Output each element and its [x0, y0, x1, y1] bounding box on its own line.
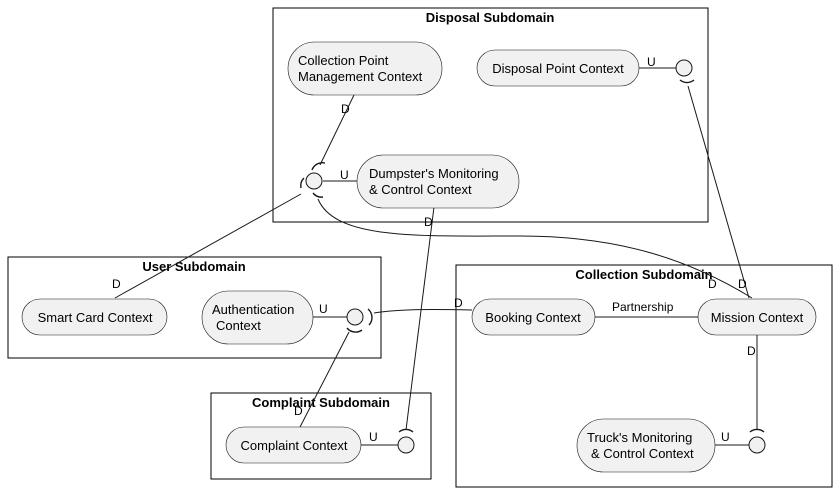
edge-dumpster-to-complaint-interface	[405, 206, 435, 431]
truck-monitoring-context-shape	[576, 418, 716, 473]
booking-context-shape	[471, 298, 596, 336]
mission-context-shape	[697, 298, 817, 336]
downstream-label-mission-truck: D	[747, 344, 756, 358]
edge-labels: U D U D D U D D U Partnership D D D U	[112, 55, 756, 444]
dumpster-monitoring-context-line1: Dumpster's Monitoring	[369, 166, 499, 181]
complaint-context: Complaint Context	[225, 426, 362, 464]
collection-point-context-shape	[287, 41, 443, 96]
dumpster-socket-bottom	[312, 192, 324, 198]
authentication-interface-circle	[346, 308, 364, 326]
complaint-context-label: Complaint Context	[241, 438, 348, 453]
upstream-label-disposal-point: U	[647, 55, 656, 69]
downstream-label-mission-dumpster: D	[708, 277, 717, 291]
smart-card-context-shape	[21, 298, 168, 336]
booking-context-label: Booking Context	[485, 310, 581, 325]
edge-complaint-to-authentication-interface	[298, 331, 350, 430]
authentication-socket-right	[367, 308, 373, 326]
downstream-label-dumpster: D	[424, 215, 433, 229]
dumpster-interface-circle	[305, 172, 323, 190]
disposal-subdomain-frame	[272, 7, 709, 223]
collection-subdomain-title: Collection Subdomain	[575, 267, 712, 282]
edge-smart-card-to-dumpster-interface	[114, 193, 302, 299]
complaint-subdomain-title: Complaint Subdomain	[252, 395, 390, 410]
complaint-interface-circle	[397, 436, 415, 454]
upstream-label-authentication: U	[319, 302, 328, 316]
dumpster-socket-top	[311, 161, 326, 171]
downstream-label-collection-point: D	[341, 102, 350, 116]
partnership-label: Partnership	[612, 300, 674, 314]
complaint-socket	[398, 428, 414, 433]
upstream-label-truck: U	[721, 430, 730, 444]
disposal-point-context: Disposal Point Context	[476, 49, 640, 87]
user-subdomain: User Subdomain	[7, 256, 382, 359]
complaint-subdomain: Complaint Subdomain	[210, 392, 432, 480]
dumpster-monitoring-context-line2: & Control Context	[369, 182, 472, 197]
smart-card-context-label: Smart Card Context	[38, 310, 153, 325]
truck-interface-circle	[748, 436, 766, 454]
downstream-label-complaint: D	[294, 404, 303, 418]
edge-mission-to-disposal-point-interface	[687, 85, 750, 299]
disposal-subdomain-title: Disposal Subdomain	[426, 10, 555, 25]
authentication-context-shape	[201, 290, 314, 345]
complaint-context-shape	[225, 426, 362, 464]
authentication-context-line1: Authentication	[212, 302, 294, 317]
smart-card-context: Smart Card Context	[21, 298, 168, 336]
downstream-label-booking: D	[454, 296, 463, 310]
relationships	[114, 67, 758, 446]
edge-mission-to-dumpster-interface	[317, 198, 753, 299]
disposal-point-socket	[679, 79, 695, 84]
truck-monitoring-context-line1: Truck's Monitoring	[587, 430, 692, 445]
dumpster-monitoring-context-shape	[356, 154, 520, 209]
upstream-label-complaint: U	[369, 430, 378, 444]
edge-collection-point-to-dumpster-interface	[319, 94, 355, 166]
collection-subdomain: Collection Subdomain	[455, 264, 833, 488]
collection-point-context: Collection Point Management Context	[287, 41, 443, 96]
edge-booking-to-authentication-interface	[373, 308, 473, 314]
authentication-context-line2: Context	[216, 318, 261, 333]
collection-subdomain-frame	[455, 264, 833, 488]
truck-socket	[749, 428, 765, 433]
booking-context: Booking Context	[471, 298, 596, 336]
authentication-socket-bottom	[346, 327, 363, 333]
dumpster-monitoring-context: Dumpster's Monitoring & Control Context	[356, 154, 520, 209]
disposal-point-interface-circle	[675, 59, 693, 77]
user-subdomain-title: User Subdomain	[142, 259, 245, 274]
collection-point-context-line1: Collection Point	[298, 53, 389, 68]
truck-monitoring-context: Truck's Monitoring & Control Context	[576, 418, 716, 473]
disposal-point-context-label: Disposal Point Context	[492, 61, 624, 76]
dumpster-socket-left	[300, 177, 305, 189]
collection-point-context-line2: Management Context	[298, 69, 423, 84]
user-subdomain-frame	[7, 256, 382, 359]
authentication-context: Authentication Context	[201, 290, 314, 345]
mission-context: Mission Context	[697, 298, 817, 336]
disposal-subdomain: Disposal Subdomain	[272, 7, 709, 223]
interfaces	[300, 59, 766, 454]
downstream-label-mission-disposal: D	[738, 277, 747, 291]
mission-context-label: Mission Context	[711, 310, 804, 325]
upstream-label-dumpster: U	[340, 168, 349, 182]
disposal-point-context-shape	[476, 49, 640, 87]
complaint-subdomain-frame	[210, 392, 432, 480]
truck-monitoring-context-line2: & Control Context	[591, 446, 694, 461]
downstream-label-smart-card: D	[112, 277, 121, 291]
